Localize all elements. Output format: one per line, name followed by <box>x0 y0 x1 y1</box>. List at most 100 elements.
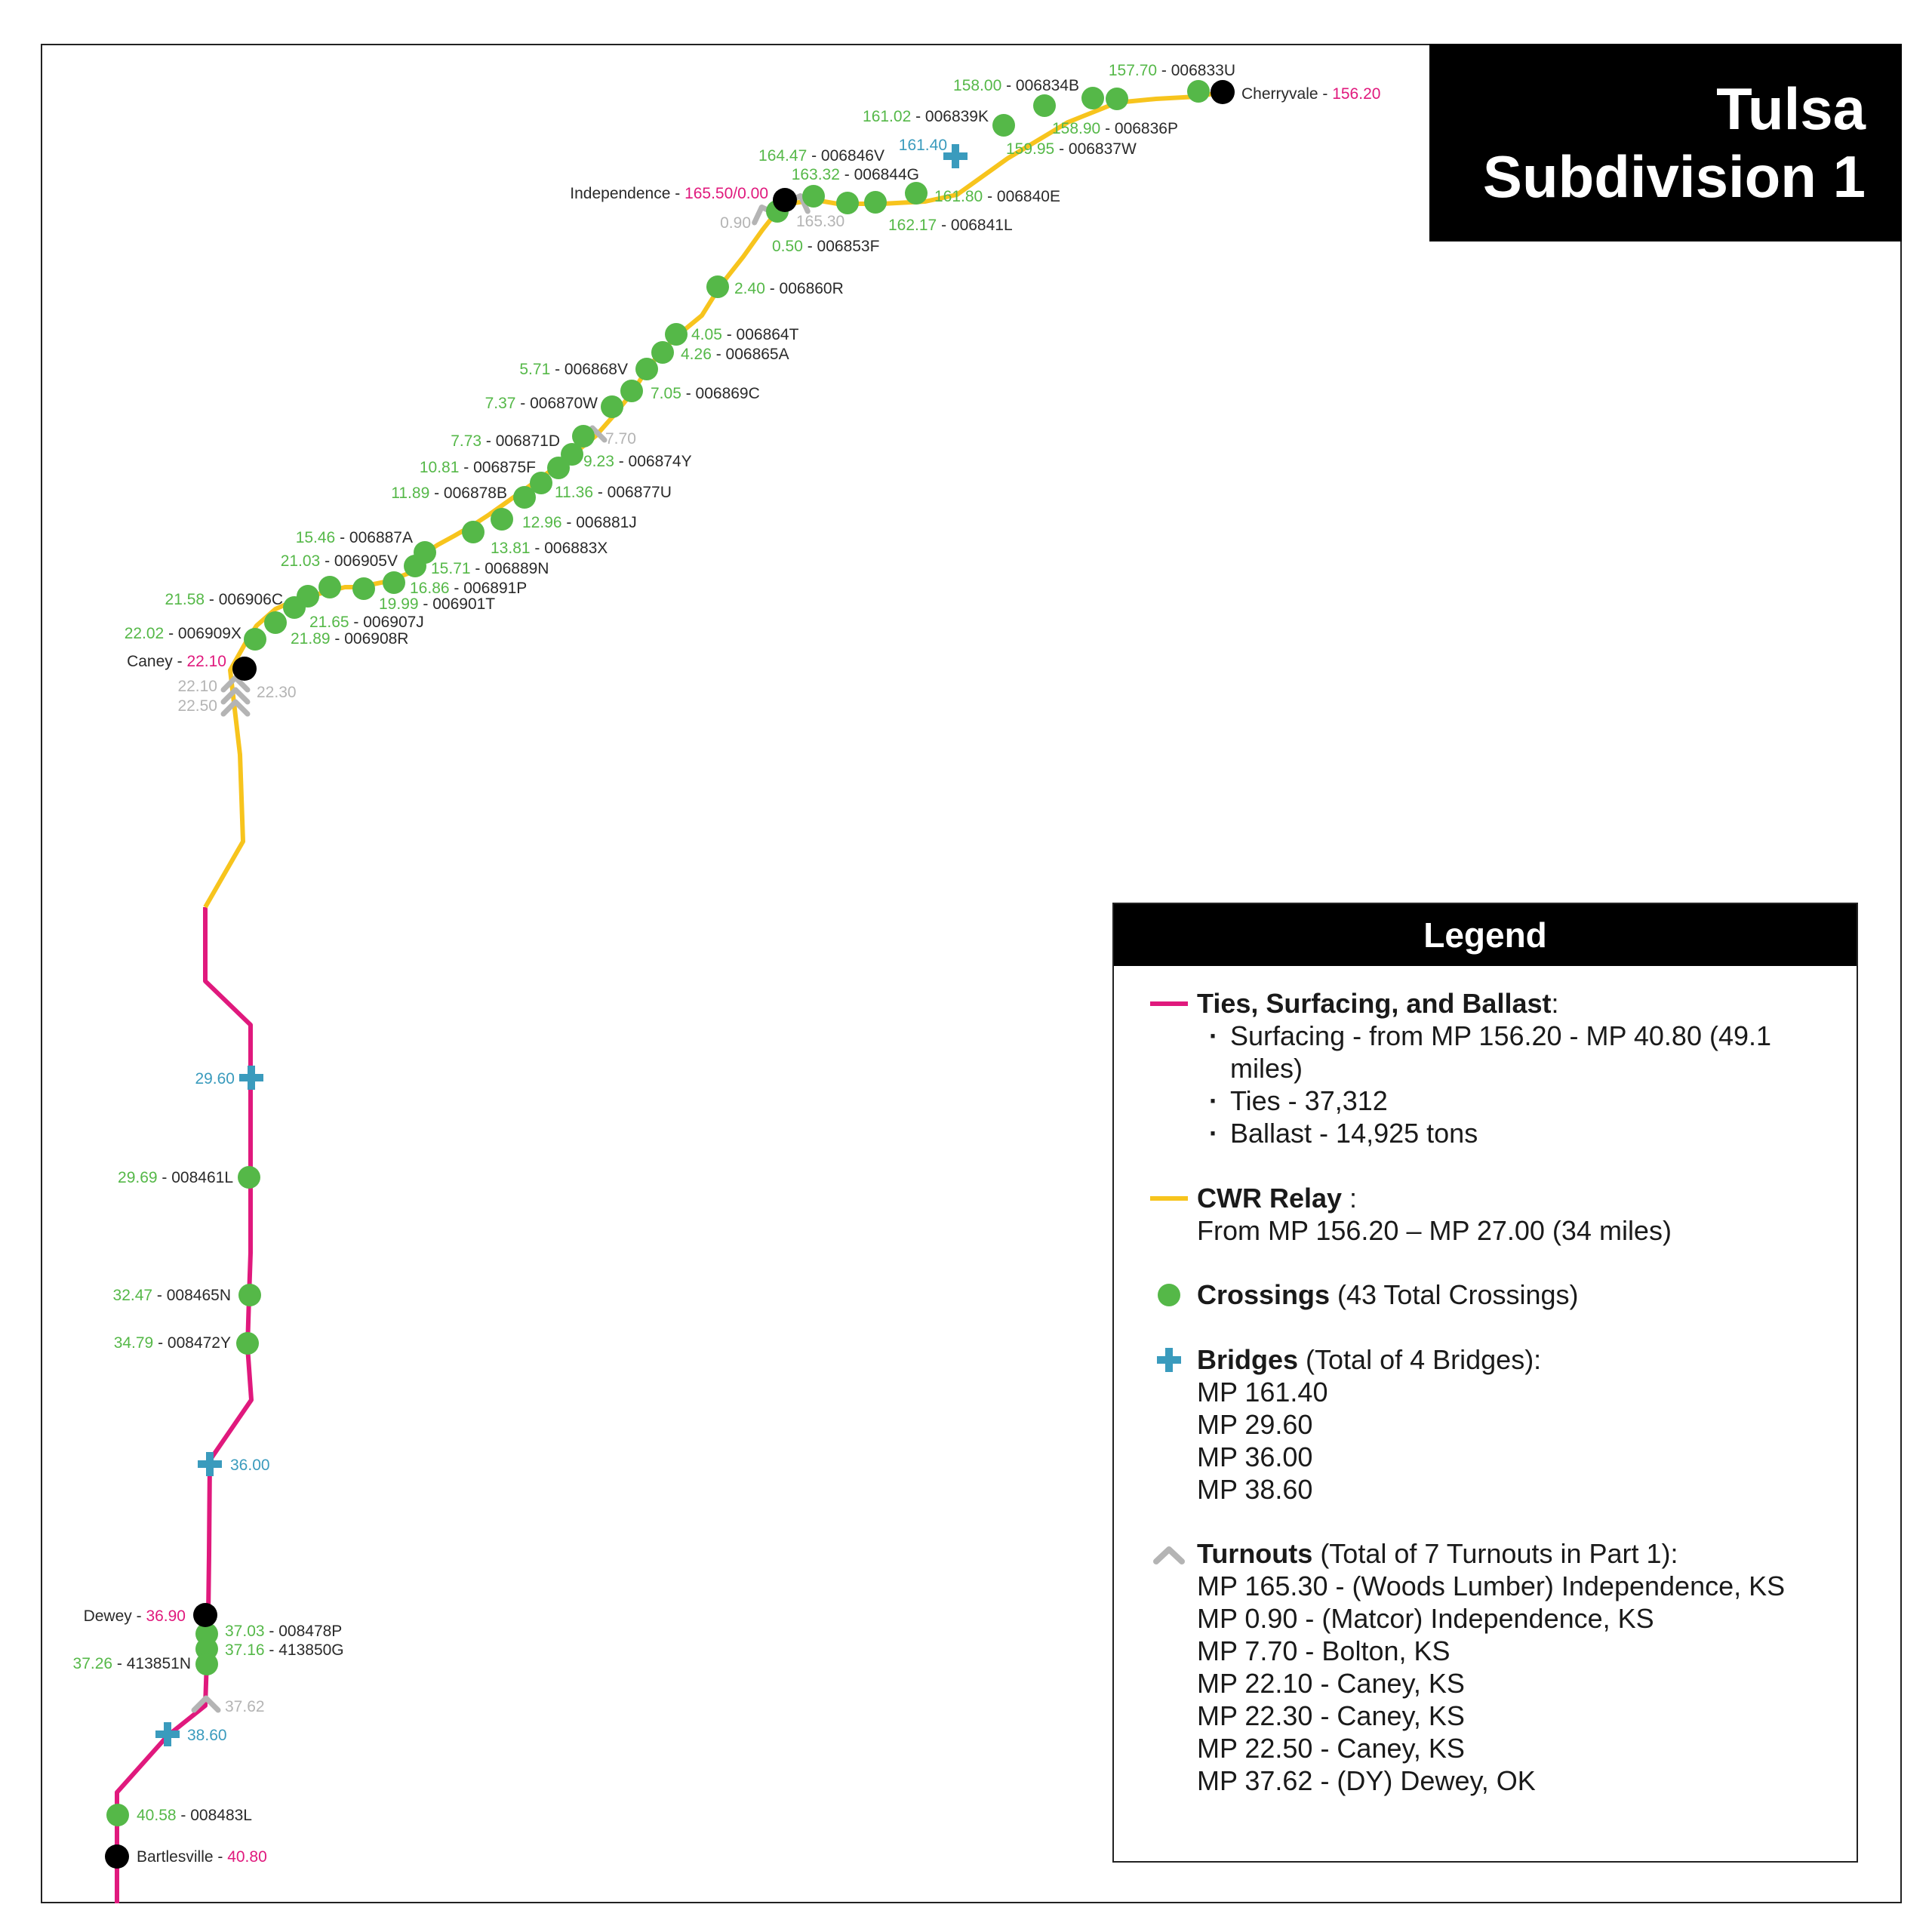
crossing-dot <box>1106 88 1128 110</box>
crossing-label: 159.95 - 006837W <box>1006 140 1137 158</box>
crossing-label: 0.50 - 006853F <box>772 238 879 255</box>
crossing-label: 7.37 - 006870W <box>485 395 598 412</box>
turnouts-layer <box>191 192 811 1713</box>
crossing-dot <box>264 611 287 634</box>
turnout-label: 37.62 <box>225 1698 265 1715</box>
bridge-label: 38.60 <box>187 1727 227 1744</box>
crossing-dot <box>236 1332 259 1355</box>
legend-ties-item: Surfacing - from MP 156.20 - MP 40.80 (4… <box>1203 1020 1841 1084</box>
crossing-label: 9.23 - 006874Y <box>583 453 692 470</box>
station-label: Dewey - 36.90 <box>84 1607 186 1625</box>
turnout-icon <box>191 1695 221 1713</box>
crossing-label: 13.81 - 006883X <box>491 540 608 557</box>
crossing-label: 37.03 - 008478P <box>225 1623 342 1640</box>
crossing-dot <box>404 555 426 577</box>
crossing-label: 12.96 - 006881J <box>522 514 637 531</box>
legend-ties-section: Ties, Surfacing, and Ballast: Surfacing … <box>1150 987 1841 1149</box>
legend-turnout-item: MP 0.90 - (Matcor) Independence, KS <box>1197 1603 1654 1634</box>
crossing-label: 22.02 - 006909X <box>125 625 242 642</box>
legend-ties-suffix: : <box>1551 988 1559 1019</box>
bridge-cross-icon <box>1157 1348 1181 1372</box>
legend-turnout-item: MP 37.62 - (DY) Dewey, OK <box>1197 1765 1536 1796</box>
crossing-label: 7.05 - 006869C <box>651 385 760 402</box>
legend-turnout-item: MP 7.70 - Bolton, KS <box>1197 1635 1451 1666</box>
crossing-label: 37.26 - 413851N <box>73 1655 191 1672</box>
turnout-label: 7.70 <box>605 430 636 448</box>
crossing-dot <box>462 521 485 543</box>
bridge-label: 161.40 <box>899 137 947 154</box>
stations-layer <box>105 80 1235 1869</box>
station-label: Bartlesville - 40.80 <box>137 1848 267 1866</box>
crossing-label: 7.73 - 006871D <box>451 432 560 450</box>
crossing-label: 158.90 - 006836P <box>1052 120 1178 137</box>
legend-turnout-item: MP 22.30 - Caney, KS <box>1197 1700 1465 1731</box>
crossing-label: 4.26 - 006865A <box>681 346 789 363</box>
turnout-icon <box>220 699 251 717</box>
crossing-label: 21.89 - 006908R <box>291 630 408 648</box>
crossing-label: 10.81 - 006875F <box>420 459 536 476</box>
crossing-label: 15.71 - 006889N <box>431 560 549 577</box>
legend-ties-item: Ballast - 14,925 tons <box>1203 1117 1841 1149</box>
crossing-label: 16.86 - 006891P <box>410 580 527 597</box>
legend-bridges-detail: (Total of 4 Bridges): <box>1298 1344 1542 1375</box>
title-line-2: Subdivision 1 <box>1482 143 1866 210</box>
crossing-dot <box>992 114 1015 137</box>
station-dot <box>773 188 797 212</box>
crossing-dot <box>635 358 658 380</box>
station-dot <box>105 1844 129 1869</box>
crossing-label: 2.40 - 006860R <box>734 280 844 297</box>
legend-turnouts-section: Turnouts (Total of 7 Turnouts in Part 1)… <box>1150 1537 1841 1797</box>
legend-crossings-detail: (43 Total Crossings) <box>1330 1279 1579 1310</box>
legend-bridge-item: MP 29.60 <box>1197 1409 1313 1440</box>
crossing-label: 163.32 - 006844G <box>792 166 919 183</box>
turnout-label: 22.50 <box>177 697 217 715</box>
crossings-layer <box>106 80 1210 1826</box>
legend-cwr-section: CWR Relay : From MP 156.20 – MP 27.00 (3… <box>1150 1182 1841 1247</box>
legend-turnout-item: MP 22.50 - Caney, KS <box>1197 1733 1465 1764</box>
legend-heading: Legend <box>1114 904 1857 966</box>
legend-crossings-section: Crossings (43 Total Crossings) <box>1150 1278 1841 1311</box>
crossing-dot <box>195 1653 218 1675</box>
bridge-icon <box>239 1066 263 1090</box>
turnout-label: 0.90 <box>720 214 751 232</box>
legend-turnout-item: MP 22.10 - Caney, KS <box>1197 1668 1465 1699</box>
crossing-dot <box>238 1284 261 1306</box>
legend-cwr-detail: From MP 156.20 – MP 27.00 (34 miles) <box>1197 1215 1672 1246</box>
turnout-label: 22.30 <box>257 684 297 701</box>
map-frame <box>41 44 1902 1903</box>
legend-bridges-name: Bridges <box>1197 1344 1299 1375</box>
crossing-dot <box>352 577 375 600</box>
crossing-label: 29.69 - 008461L <box>118 1169 233 1186</box>
crossing-dot <box>1033 94 1056 117</box>
ties-surfacing-ballast-track <box>115 907 254 1903</box>
crossing-dot <box>1081 87 1104 109</box>
crossing-label: 4.05 - 006864T <box>691 326 799 343</box>
crossing-dot <box>318 576 341 598</box>
bridge-icon <box>155 1722 180 1746</box>
legend-turnouts-name: Turnouts <box>1197 1538 1313 1569</box>
station-dot <box>232 657 257 681</box>
crossing-label: 40.58 - 008483L <box>137 1807 252 1824</box>
crossing-dot <box>665 323 688 346</box>
bridge-icon <box>943 144 968 168</box>
crossing-dot <box>547 457 570 479</box>
crossing-dot <box>283 596 306 619</box>
crossing-dot <box>620 380 643 402</box>
crossing-label: 15.46 - 006887A <box>296 529 413 546</box>
crossing-label: 34.79 - 008472Y <box>114 1334 231 1352</box>
map-title: Tulsa Subdivision 1 <box>1429 44 1902 242</box>
crossing-label: 21.58 - 006906C <box>165 591 283 608</box>
title-line-1: Tulsa <box>1716 75 1866 142</box>
cwr-relay-track <box>203 90 1223 909</box>
station-label: Caney - 22.10 <box>127 653 226 670</box>
legend-bridge-item: MP 38.60 <box>1197 1474 1313 1505</box>
station-dot <box>1211 80 1235 104</box>
yellow-line-icon <box>1150 1196 1188 1201</box>
bridge-label: 36.00 <box>230 1457 270 1474</box>
crossing-dot <box>864 191 887 214</box>
legend-bridge-item: MP 36.00 <box>1197 1441 1313 1472</box>
crossing-label: 21.65 - 006907J <box>309 614 424 631</box>
crossing-label: 11.36 - 006877U <box>555 484 672 501</box>
legend-turnouts-detail: (Total of 7 Turnouts in Part 1): <box>1312 1538 1678 1569</box>
legend-cwr-name: CWR Relay <box>1197 1183 1343 1214</box>
